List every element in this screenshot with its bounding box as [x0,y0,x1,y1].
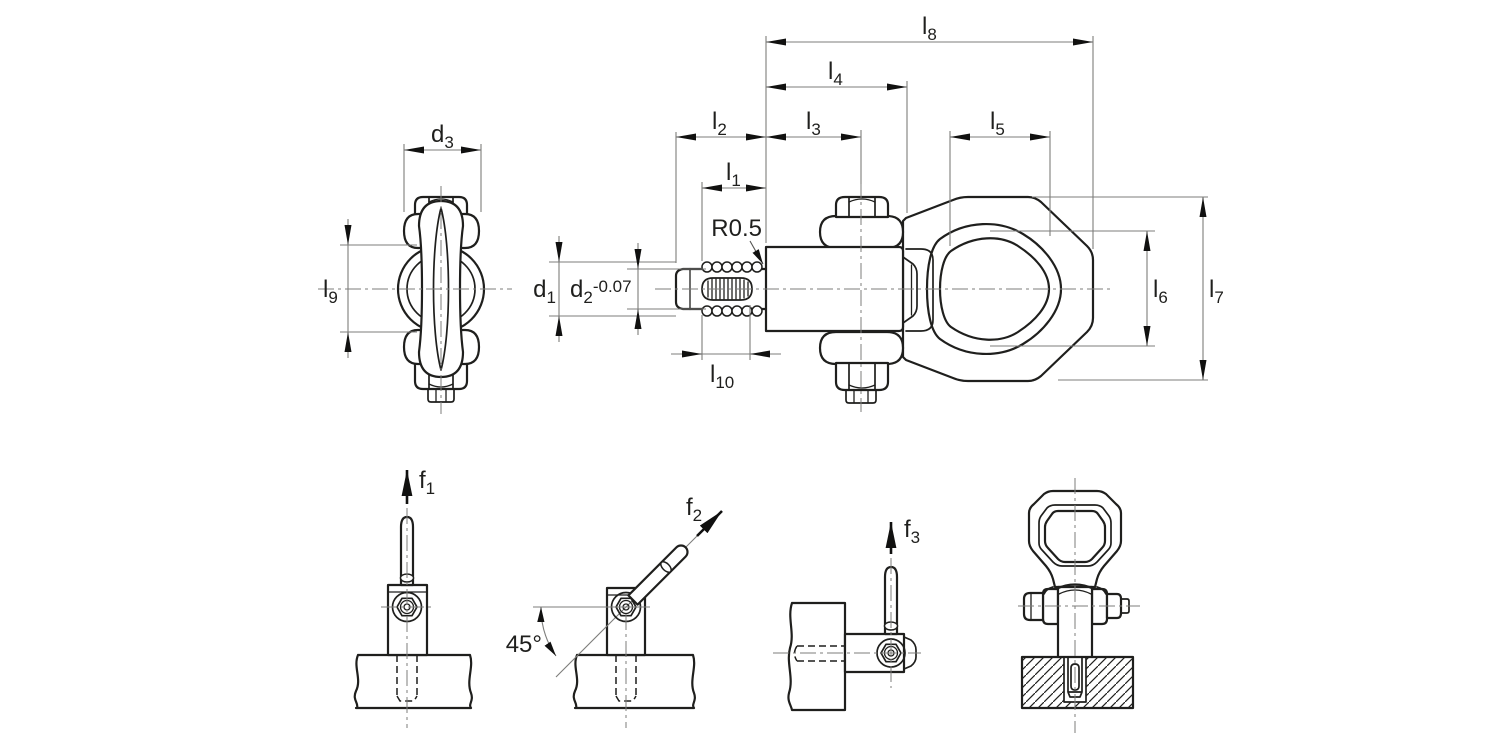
dim-l10-label: l10 [710,361,734,392]
dim-l6: l6 [1143,231,1168,346]
dim-l7-label: l7 [1209,276,1224,307]
force-arrow-f2 [696,510,723,537]
fork-mouth [905,248,934,332]
dim-l1: l1 [702,159,766,192]
bolt-stub-right [1120,598,1130,614]
swivel-body [764,245,905,333]
mounting-plate [572,653,696,710]
dim-l9-label: l9 [323,276,338,307]
pin-collar-mark [660,561,672,573]
installed-centerlines [1018,478,1140,733]
block-outline [1020,655,1135,710]
body-plug [902,256,918,324]
hidden-tapped-hole [793,645,845,662]
dim-l9: l9 [323,219,417,358]
axial-centerlines [381,508,433,728]
eye-hole [1043,509,1107,564]
fork-arm-curves [1043,586,1107,595]
dim-l8: l8 [766,13,1093,46]
load-view-axial: f1 [353,467,473,728]
clamp-bolt-bottom-nut [834,361,890,392]
front-view-centerlines [318,186,512,414]
angle-45-label: 45° [506,631,542,658]
dim-l4-label: l4 [828,58,843,89]
pin-in-hole [1067,656,1083,698]
eye-hole-chamfer [1038,504,1112,567]
pin-tilted [627,544,689,606]
load-view-45deg: 45° f2 [506,494,723,728]
fillet-callout: R0.5 [711,215,764,265]
dim-l2-label: l2 [712,108,727,139]
dim-l3: l3 [766,108,861,141]
thread-coils [701,261,763,317]
dim-d2-label: d2-0.07 [570,276,632,307]
force-f1-label: f1 [419,467,435,498]
fillet-radius-label: R0.5 [711,215,762,242]
load-view-side-mount: f3 [773,516,921,712]
dim-l10: l10 [671,350,781,392]
main-view: l8 l4 l2 l3 l5 l1 l10 l6 [533,13,1224,412]
dim-l2: l2 [676,108,766,141]
ring-saddle [1054,583,1096,591]
main-view-centerlines [655,182,1112,412]
dim-l5: l5 [950,108,1050,141]
clamp-bolt-top-nut [834,195,890,219]
dim-l7: l7 [1199,197,1224,380]
front-view: d3 l9 [318,121,512,414]
hatching-right [1086,657,1133,708]
dim-d1-label: d1 [533,276,556,307]
dim-d2: d2-0.07 [570,243,706,335]
front-view-part [318,186,512,414]
mounting-wall [787,601,847,712]
force-f2-label: f2 [686,494,702,525]
angle-dimension: 45° [506,606,650,658]
dim-l6-label: l6 [1153,276,1168,307]
dim-l3-label: l3 [806,108,821,139]
dim-d3-label: d3 [431,121,454,152]
dim-l5-label: l5 [990,108,1005,139]
mounting-plate [353,653,473,710]
dim-d3: d3 [403,121,482,212]
dim-l1-label: l1 [726,159,741,190]
dim-l8-label: l8 [922,13,937,44]
mounting-block-section [1020,655,1135,710]
side-mount-centerlines [773,558,921,688]
dim-l4: l4 [766,58,907,91]
dim-d1: d1 [533,236,676,342]
installed-view [1018,478,1140,733]
force-f3-label: f3 [904,516,920,547]
hatching-left [1022,657,1064,708]
